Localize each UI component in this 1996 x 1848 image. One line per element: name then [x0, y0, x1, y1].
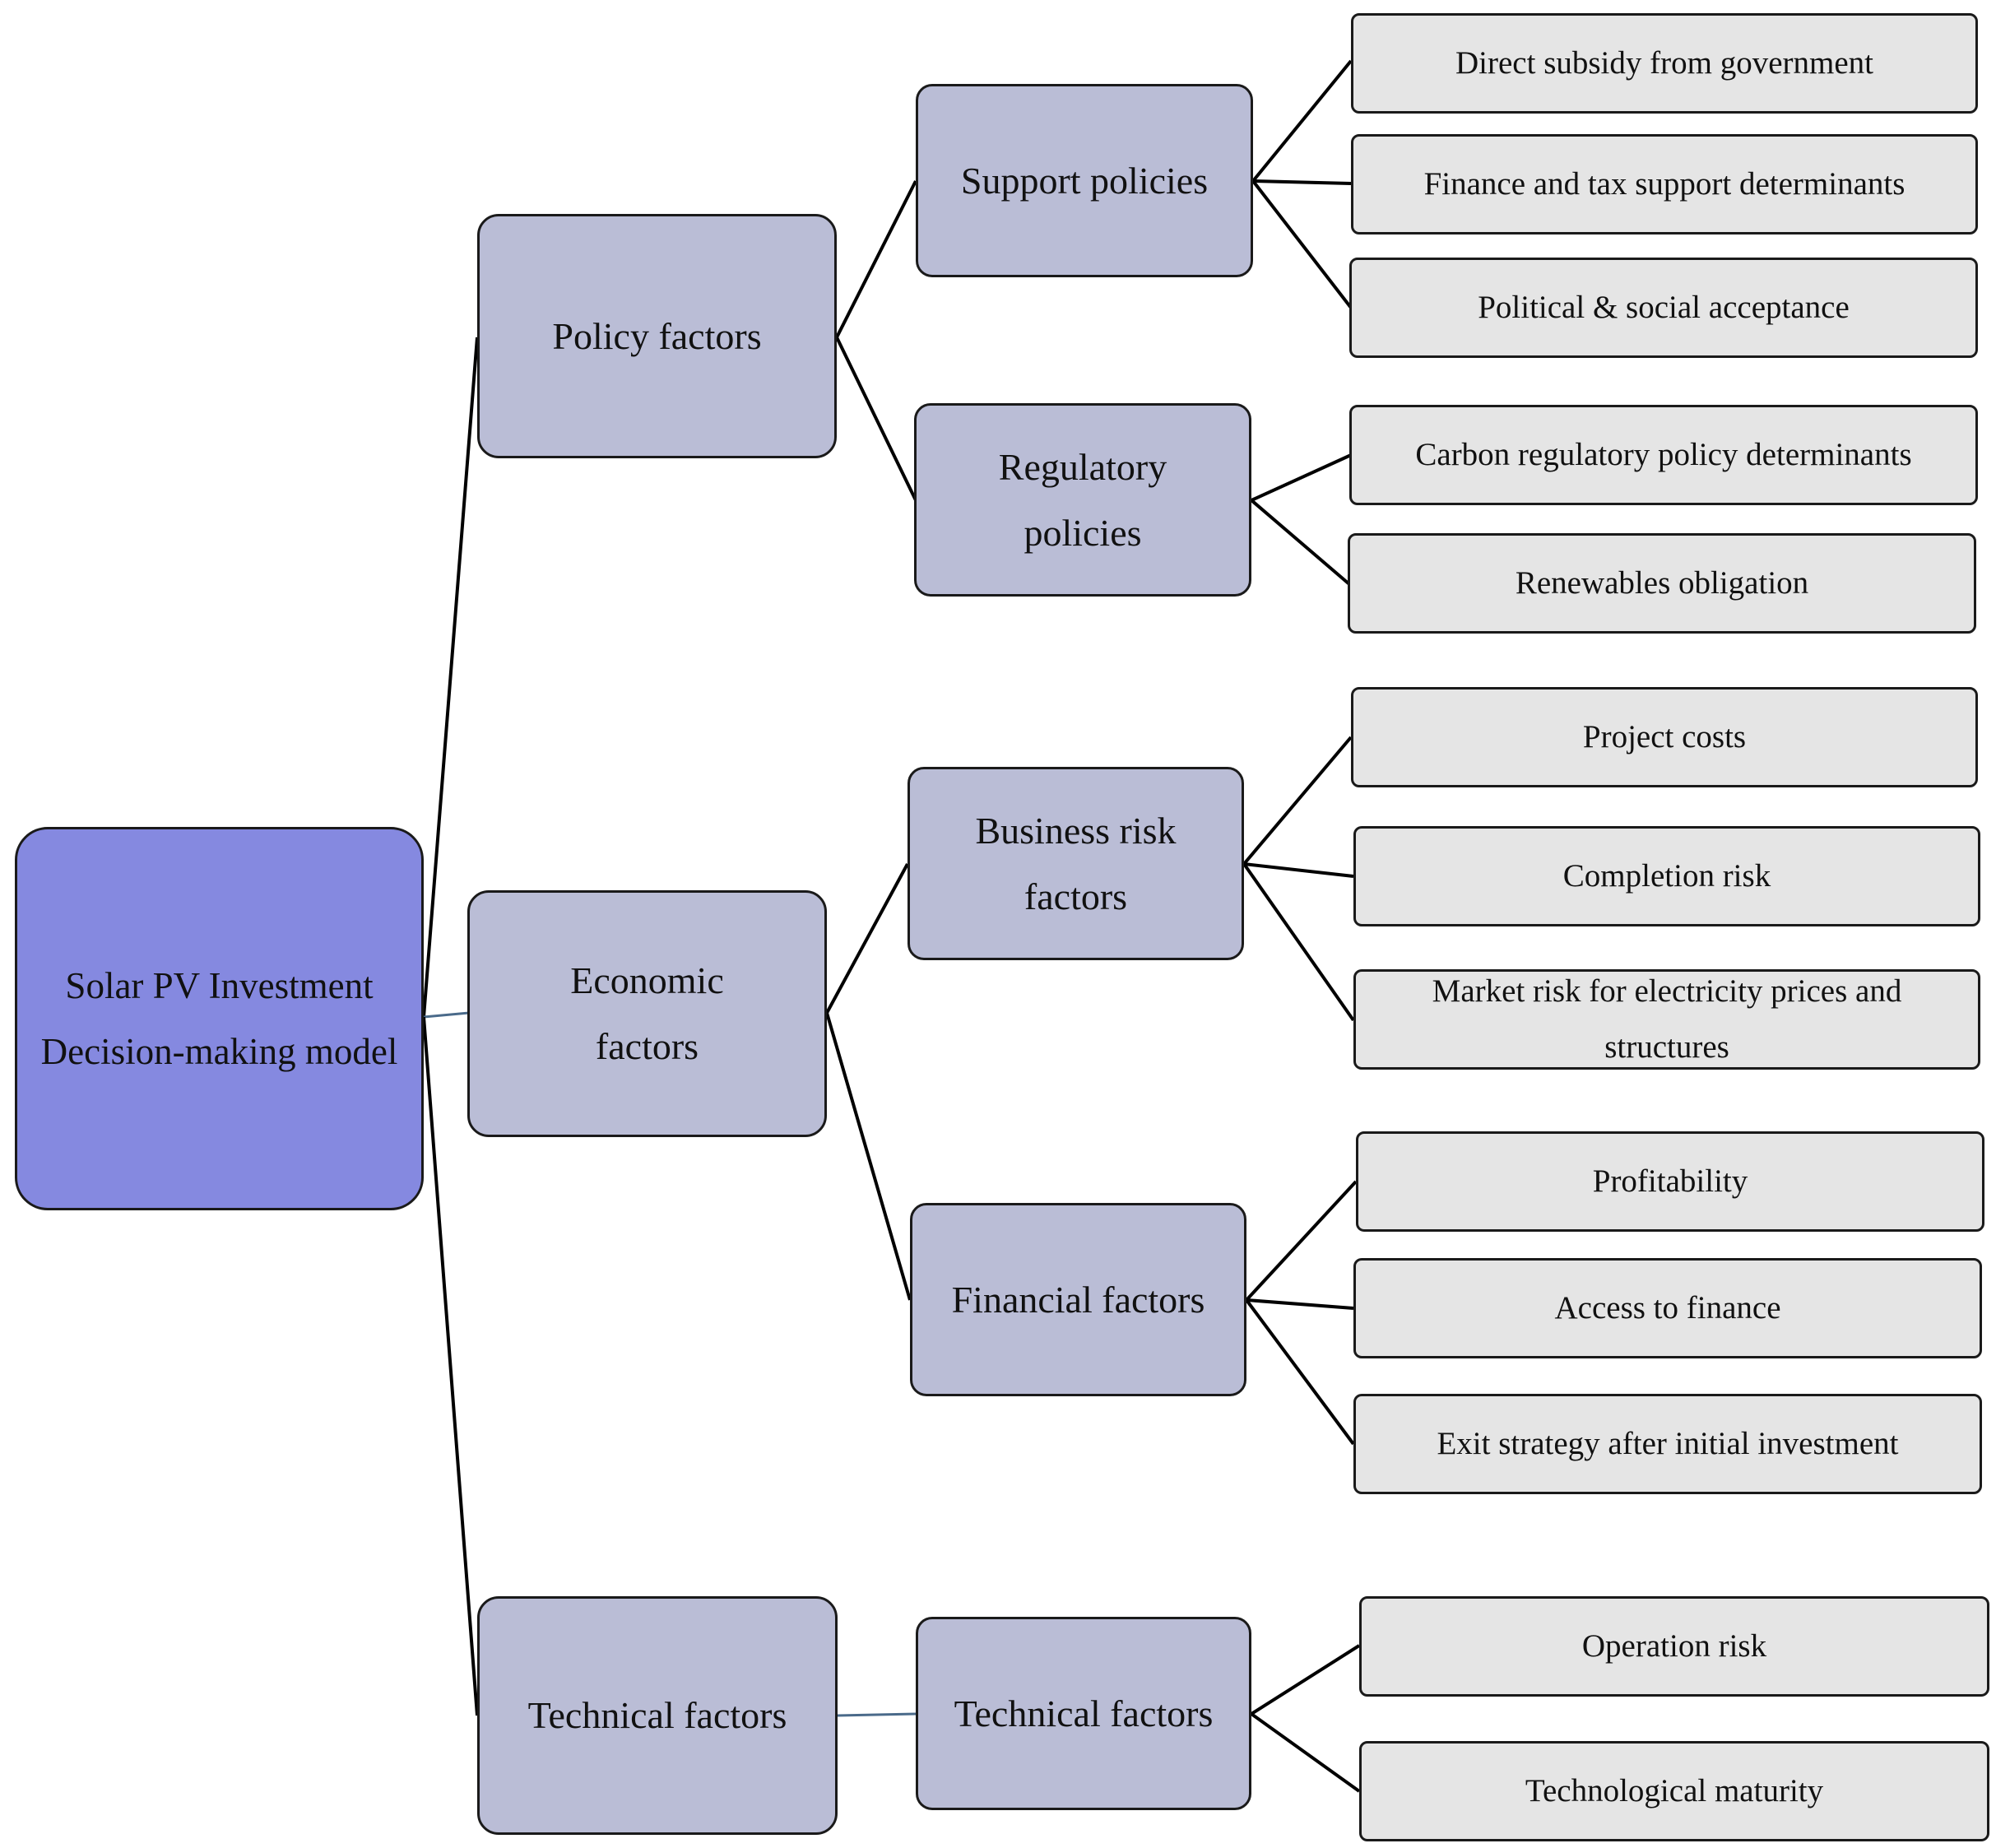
leaf-exit-strategy-label: Exit strategy after initial investment: [1437, 1426, 1899, 1461]
leaf-finance-tax-support: Finance and tax support determinants: [1351, 134, 1978, 234]
leaf-market-risk: Market risk for electricity prices and s…: [1353, 969, 1980, 1070]
leaf-technological-maturity-label: Technological maturity: [1525, 1773, 1824, 1809]
technical-factors-sub-node: Technical factors: [916, 1617, 1251, 1810]
root-label: Solar PV Investment Decision-making mode…: [40, 965, 398, 1072]
technical-factors-sub-label: Technical factors: [954, 1692, 1214, 1734]
connector-technical-leaf-1: [1250, 1644, 1361, 1716]
connector-support-leaf-1: [1251, 59, 1353, 183]
connector-technical-sub: [837, 1712, 917, 1717]
leaf-technological-maturity: Technological maturity: [1359, 1741, 1989, 1841]
leaf-finance-tax-support-label: Finance and tax support determinants: [1423, 166, 1905, 202]
technical-factors-node: Technical factors: [477, 1596, 838, 1835]
economic-factors-label: Economic factors: [570, 959, 724, 1067]
regulatory-policies-label: Regulatory policies: [998, 445, 1167, 554]
connector-policy-support: [835, 180, 917, 338]
business-risk-factors-label: Business risk factors: [975, 809, 1177, 917]
connector-support-leaf-3: [1251, 179, 1353, 309]
connector-financial-leaf-2: [1246, 1298, 1354, 1310]
leaf-renewables-obligation-label: Renewables obligation: [1515, 565, 1809, 601]
leaf-access-to-finance: Access to finance: [1353, 1258, 1982, 1358]
financial-factors-label: Financial factors: [951, 1278, 1205, 1321]
connector-root-economic: [423, 1011, 470, 1019]
connector-regulatory-leaf-2: [1250, 499, 1351, 586]
leaf-carbon-regulatory-label: Carbon regulatory policy determinants: [1415, 437, 1912, 472]
economic-factors-node: Economic factors: [467, 890, 827, 1137]
policy-factors-label: Policy factors: [552, 314, 762, 357]
leaf-operation-risk: Operation risk: [1359, 1596, 1989, 1697]
business-risk-factors-node: Business risk factors: [907, 767, 1244, 960]
connector-financial-leaf-1: [1245, 1180, 1358, 1302]
support-policies-label: Support policies: [960, 159, 1209, 202]
regulatory-policies-node: Regulatory policies: [914, 403, 1251, 597]
leaf-completion-risk-label: Completion risk: [1562, 858, 1771, 894]
leaf-market-risk-label: Market risk for electricity prices and s…: [1432, 973, 1902, 1065]
leaf-completion-risk: Completion risk: [1353, 826, 1980, 926]
leaf-profitability: Profitability: [1356, 1131, 1984, 1232]
leaf-access-to-finance-label: Access to finance: [1554, 1290, 1781, 1326]
connector-technical-leaf-2: [1250, 1712, 1361, 1793]
leaf-operation-risk-label: Operation risk: [1581, 1628, 1767, 1664]
connector-business-leaf-1: [1242, 736, 1353, 866]
connector-regulatory-leaf-1: [1251, 453, 1352, 502]
leaf-political-social-acceptance: Political & social acceptance: [1349, 258, 1978, 358]
connector-business-leaf-3: [1242, 862, 1355, 1022]
support-policies-node: Support policies: [916, 84, 1253, 277]
leaf-direct-subsidy: Direct subsidy from government: [1351, 13, 1978, 114]
connector-support-leaf-2: [1252, 179, 1352, 185]
connector-root-technical: [422, 1016, 479, 1716]
connector-economic-financial: [825, 1012, 912, 1301]
leaf-project-costs: Project costs: [1351, 687, 1978, 787]
leaf-carbon-regulatory: Carbon regulatory policy determinants: [1349, 405, 1978, 505]
leaf-project-costs-label: Project costs: [1582, 719, 1747, 755]
leaf-political-social-acceptance-label: Political & social acceptance: [1478, 290, 1850, 325]
policy-factors-node: Policy factors: [477, 214, 837, 458]
connector-financial-leaf-3: [1245, 1298, 1355, 1446]
leaf-profitability-label: Profitability: [1592, 1163, 1748, 1199]
connector-economic-business: [825, 863, 909, 1014]
leaf-exit-strategy: Exit strategy after initial investment: [1353, 1394, 1982, 1494]
connector-policy-regulatory: [835, 337, 917, 501]
leaf-direct-subsidy-label: Direct subsidy from government: [1455, 45, 1873, 81]
leaf-renewables-obligation: Renewables obligation: [1348, 533, 1976, 634]
technical-factors-label: Technical factors: [527, 1694, 787, 1736]
financial-factors-node: Financial factors: [910, 1203, 1246, 1396]
connector-root-policy: [422, 337, 479, 1018]
root-node: Solar PV Investment Decision-making mode…: [15, 827, 424, 1210]
connector-business-leaf-2: [1243, 862, 1354, 878]
